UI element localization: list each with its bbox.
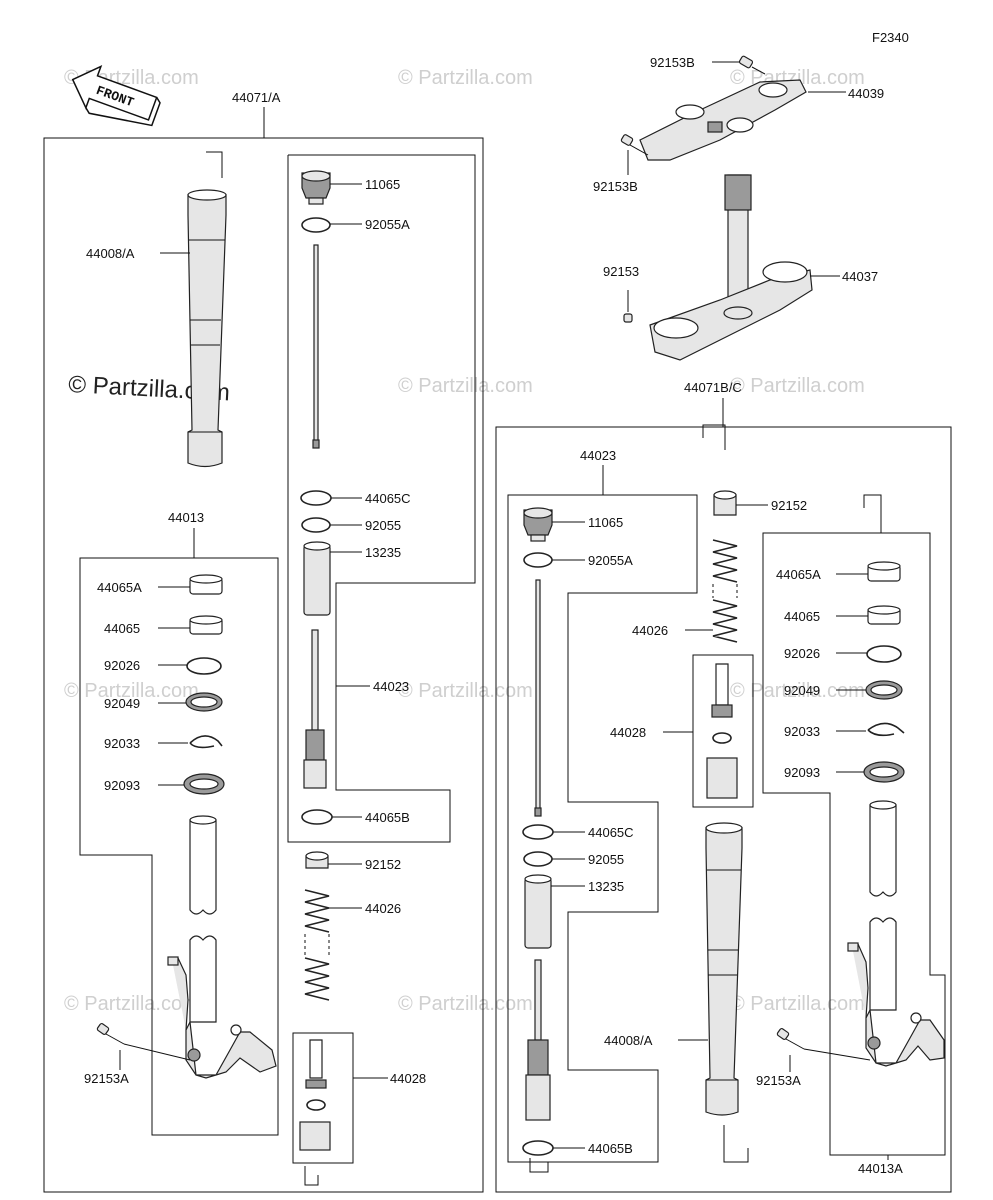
label-44023-right: 44023 [580, 448, 616, 463]
label-92049-right: 92049 [784, 683, 820, 698]
watermark: © Partzilla.com [398, 680, 533, 702]
watermark: © Partzilla.com [398, 993, 533, 1015]
label-92153a: 92153A [84, 1071, 129, 1086]
spacer-13235-left [303, 541, 331, 616]
watermark: © Partzilla.com [398, 375, 533, 397]
label-92055a: 92055A [365, 217, 410, 232]
damper-rod-left [303, 629, 327, 789]
label-92026-right: 92026 [784, 646, 820, 661]
label-44071bc: 44071B/C [684, 380, 742, 395]
label-92153b-top: 92153B [650, 55, 695, 70]
spacer-13235-right [524, 874, 552, 949]
label-44065a: 44065A [97, 580, 142, 595]
watermark: © Partzilla.com [64, 680, 199, 702]
label-44065-right: 44065 [784, 609, 820, 624]
label-11065-right: 11065 [588, 515, 623, 530]
label-92033-right: 92033 [784, 724, 820, 739]
watermark: © Partzilla.com [730, 680, 865, 702]
cap-bolt-right [523, 507, 553, 542]
label-92055a-right: 92055A [588, 553, 633, 568]
label-44008a-right: 44008/A [604, 1033, 653, 1048]
watermark: © Partzilla.com [730, 993, 865, 1015]
spring-44026-right [712, 539, 738, 643]
label-92055-right: 92055 [588, 852, 624, 867]
label-92033: 92033 [104, 736, 140, 751]
label-11065: 11065 [365, 177, 400, 192]
label-44039: 44039 [848, 86, 884, 101]
front-arrow-icon: FRONT [71, 65, 161, 127]
nut-92152-right [713, 490, 737, 516]
label-92049: 92049 [104, 696, 140, 711]
label-44026-right: 44026 [632, 623, 668, 638]
label-44065b-right: 44065B [588, 1141, 633, 1156]
label-44013a: 44013A [858, 1161, 903, 1176]
spring-44026-left [304, 889, 330, 1001]
adjuster-44028-right [706, 663, 738, 799]
label-44008a: 44008/A [86, 246, 135, 261]
outer-tube [187, 151, 227, 468]
label-92026: 92026 [104, 658, 140, 673]
triple-clamp: 44039 92153B 92153B 44037 92153 [593, 55, 884, 361]
label-44065c: 44065C [365, 491, 411, 506]
nut-92152-left [305, 851, 329, 869]
adjuster-44028-left [299, 1039, 331, 1151]
label-92153: 92153 [603, 264, 639, 279]
watermark: © Partzilla.com [398, 67, 533, 89]
label-92152-right: 92152 [771, 498, 807, 513]
inner-tube [167, 815, 277, 1079]
bolt-92153a-right [776, 1028, 871, 1061]
label-44026: 44026 [365, 901, 401, 916]
label-44013: 44013 [168, 510, 204, 525]
cap-bolt-left [301, 170, 331, 205]
outer-tube-right [705, 822, 743, 1116]
damper-rod-right [525, 959, 551, 1121]
label-92152: 92152 [365, 857, 401, 872]
label-44065b: 44065B [365, 810, 410, 825]
label-13235-right: 13235 [588, 879, 624, 894]
label-92055: 92055 [365, 518, 401, 533]
right-assembly: 44071B/C 44023 11065 92055A 44065C 92055… [495, 380, 952, 1193]
label-44028-right: 44028 [610, 725, 646, 740]
label-44065a-right: 44065A [776, 567, 821, 582]
label-44028: 44028 [390, 1071, 426, 1086]
label-92153a-right: 92153A [756, 1073, 801, 1088]
label-92093-right: 92093 [784, 765, 820, 780]
watermarks: © Partzilla.com © Partzilla.com © Partzi… [64, 67, 865, 1015]
label-44037: 44037 [842, 269, 878, 284]
bolt-92153a-left [96, 1023, 191, 1061]
watermark: © Partzilla.com [64, 993, 199, 1015]
label-92093: 92093 [104, 778, 140, 793]
figure-code: F2340 [872, 30, 909, 45]
label-13235: 13235 [365, 545, 401, 560]
label-44023: 44023 [373, 679, 409, 694]
label-44071a: 44071/A [232, 90, 281, 105]
inner-tube-right [847, 800, 945, 1067]
left-assembly: 44071/A 44008/A 44013 44065A 44065 92026 [43, 90, 484, 1193]
watermark: © Partzilla.com [730, 375, 865, 397]
label-44065c-right: 44065C [588, 825, 634, 840]
label-44065: 44065 [104, 621, 140, 636]
label-92153b-mid: 92153B [593, 179, 638, 194]
